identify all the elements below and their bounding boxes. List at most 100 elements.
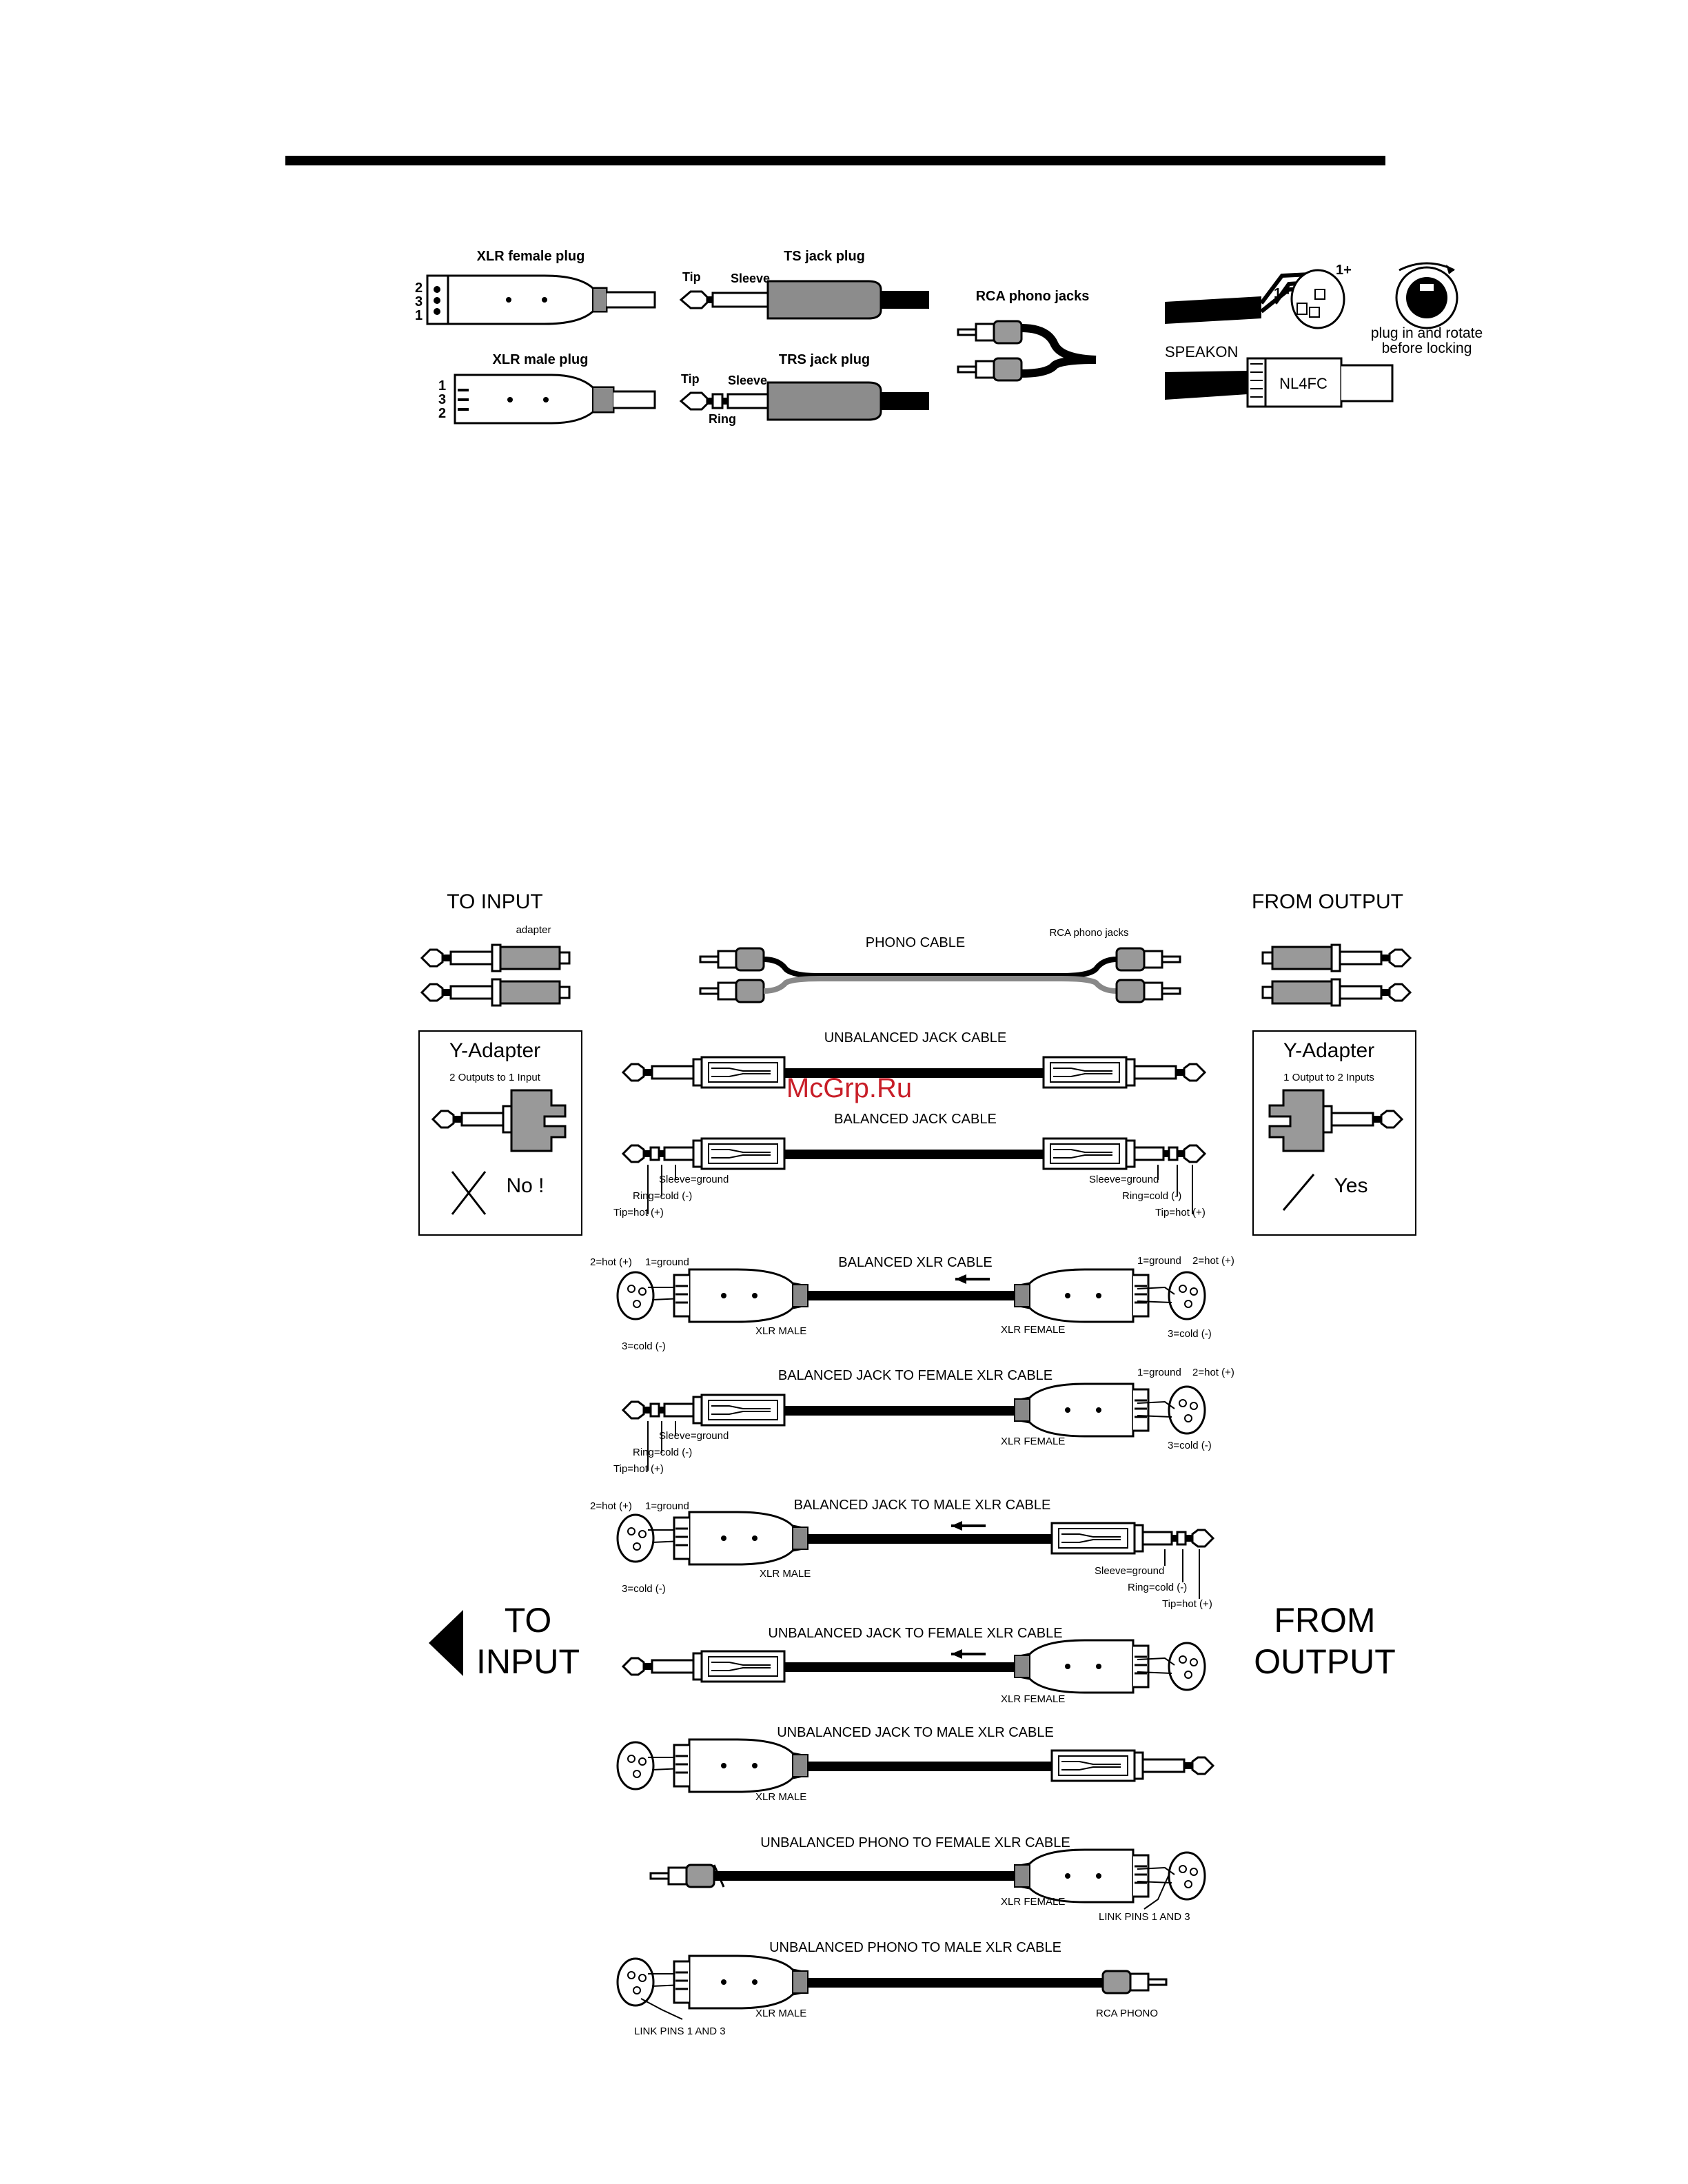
from-output-label: FROM OUTPUT (1252, 890, 1403, 913)
svg-text:UNBALANCED PHONO TO MALE XLR C: UNBALANCED PHONO TO MALE XLR CABLE (769, 1940, 1061, 1955)
svg-text:XLR female plug: XLR female plug (477, 249, 585, 264)
svg-text:XLR FEMALE: XLR FEMALE (1001, 1436, 1065, 1447)
svg-text:2=hot (+): 2=hot (+) (1192, 1255, 1234, 1267)
svg-text:BALANCED XLR CABLE: BALANCED XLR CABLE (838, 1255, 992, 1270)
svg-text:Ring=cold (-): Ring=cold (-) (1128, 1582, 1187, 1593)
unbalanced-jack-to-male-xlr-diagram: UNBALANCED JACK TO MALE XLR CABLE XLR MA… (616, 1725, 1214, 1803)
svg-text:RCA phono jacks: RCA phono jacks (1049, 927, 1128, 939)
svg-text:NL4FC: NL4FC (1279, 375, 1328, 392)
svg-text:1: 1 (438, 378, 446, 394)
svg-text:1−: 1− (1274, 286, 1290, 301)
svg-text:3=cold (-): 3=cold (-) (1168, 1440, 1212, 1451)
big-to-input-label: TO INPUT (429, 1601, 580, 1681)
svg-text:TO: TO (505, 1601, 552, 1640)
svg-text:BALANCED JACK TO MALE XLR CABL: BALANCED JACK TO MALE XLR CABLE (794, 1498, 1051, 1513)
unbalanced-phono-to-female-xlr-diagram: UNBALANCED PHONO TO FEMALE XLR CABLE XLR… (649, 1835, 1206, 1923)
svg-text:1=ground: 1=ground (645, 1256, 689, 1268)
svg-text:Sleeve: Sleeve (731, 272, 770, 285)
svg-text:3: 3 (438, 392, 446, 407)
left-adapters: adapter (420, 924, 571, 1007)
svg-text:Tip=hot (+): Tip=hot (+) (613, 1207, 664, 1218)
svg-text:Sleeve=ground: Sleeve=ground (1089, 1174, 1159, 1185)
svg-text:1=ground: 1=ground (1137, 1367, 1181, 1378)
svg-text:UNBALANCED JACK TO FEMALE XLR: UNBALANCED JACK TO FEMALE XLR CABLE (768, 1626, 1062, 1641)
svg-text:LINK PINS 1 AND 3: LINK PINS 1 AND 3 (634, 2025, 726, 2037)
svg-text:XLR MALE: XLR MALE (755, 2008, 806, 2019)
svg-text:Sleeve=ground: Sleeve=ground (659, 1174, 729, 1185)
svg-text:2=hot (+): 2=hot (+) (590, 1256, 632, 1268)
svg-text:2=hot (+): 2=hot (+) (1192, 1367, 1234, 1378)
svg-text:Ring: Ring (709, 412, 736, 426)
svg-text:2: 2 (438, 406, 446, 421)
svg-text:3=cold (-): 3=cold (-) (622, 1583, 666, 1595)
unbalanced-jack-cable-diagram: UNBALANCED JACK CABLE (622, 1030, 1206, 1089)
phono-cable-diagram: PHONO CABLE RCA phono jacks (699, 927, 1181, 1003)
svg-text:Ring=cold (-): Ring=cold (-) (633, 1447, 692, 1458)
svg-text:Yes: Yes (1334, 1174, 1368, 1197)
svg-text:OUTPUT: OUTPUT (1254, 1642, 1396, 1681)
watermark: McGrp.Ru (786, 1073, 912, 1103)
svg-text:Tip=hot (+): Tip=hot (+) (1155, 1207, 1206, 1218)
svg-text:Ring=cold (-): Ring=cold (-) (633, 1190, 692, 1202)
svg-text:Sleeve=ground: Sleeve=ground (1095, 1565, 1164, 1577)
big-from-output-label: FROM OUTPUT (1254, 1601, 1396, 1681)
svg-text:TS jack plug: TS jack plug (784, 249, 865, 264)
svg-text:SPEAKON: SPEAKON (1165, 343, 1238, 360)
svg-text:UNBALANCED JACK CABLE: UNBALANCED JACK CABLE (824, 1030, 1007, 1045)
svg-text:Tip: Tip (682, 270, 701, 284)
svg-text:XLR FEMALE: XLR FEMALE (1001, 1324, 1065, 1336)
svg-text:INPUT: INPUT (476, 1642, 580, 1681)
svg-text:BALANCED JACK CABLE: BALANCED JACK CABLE (834, 1112, 997, 1127)
svg-text:Sleeve: Sleeve (728, 374, 767, 387)
balanced-xlr-cable-diagram: BALANCED XLR CABLE 2=hot (+) 1=ground 3=… (590, 1255, 1234, 1352)
balanced-jack-to-female-xlr-diagram: BALANCED JACK TO FEMALE XLR CABLE Sleeve… (613, 1367, 1234, 1475)
left-arrow-icon (429, 1610, 463, 1676)
header-rule (285, 156, 1385, 165)
speakon-illustration: 1+ 1− SPEAKON NL4FC plug in and rotate b… (1165, 262, 1483, 408)
ts-jack-plug-illustration: TS jack plug Tip Sleeve (679, 249, 929, 320)
svg-text:XLR FEMALE: XLR FEMALE (1001, 1896, 1065, 1908)
svg-text:Tip=hot (+): Tip=hot (+) (1162, 1598, 1212, 1610)
svg-text:No !: No ! (506, 1174, 544, 1197)
svg-text:before locking: before locking (1382, 340, 1472, 356)
svg-text:Tip: Tip (681, 372, 700, 386)
svg-text:FROM: FROM (1274, 1601, 1375, 1640)
svg-text:BALANCED JACK TO FEMALE XLR CA: BALANCED JACK TO FEMALE XLR CABLE (778, 1368, 1053, 1383)
svg-text:3: 3 (415, 294, 423, 309)
xlr-female-plug-illustration: XLR female plug 2 3 1 (415, 249, 656, 325)
svg-text:LINK PINS 1 AND 3: LINK PINS 1 AND 3 (1099, 1911, 1190, 1923)
svg-text:Sleeve=ground: Sleeve=ground (659, 1430, 729, 1442)
svg-text:PHONO CABLE: PHONO CABLE (866, 935, 965, 950)
svg-text:adapter: adapter (516, 924, 551, 936)
svg-text:TRS jack plug: TRS jack plug (779, 352, 870, 367)
svg-text:UNBALANCED PHONO TO FEMALE XLR: UNBALANCED PHONO TO FEMALE XLR CABLE (760, 1835, 1070, 1850)
svg-text:1=ground: 1=ground (645, 1500, 689, 1512)
svg-text:2: 2 (415, 280, 423, 296)
y-adapter-no-box: Y-Adapter 2 Outputs to 1 Input No ! (418, 1030, 582, 1236)
xlr-male-plug-illustration: XLR male plug 1 3 2 (438, 352, 656, 425)
svg-text:Y-Adapter: Y-Adapter (449, 1039, 540, 1062)
svg-text:XLR male plug: XLR male plug (493, 352, 589, 367)
rca-phono-jacks-illustration: RCA phono jacks (957, 289, 1097, 382)
y-adapter-yes-box: Y-Adapter 1 Output to 2 Inputs Yes (1252, 1030, 1416, 1236)
balanced-jack-cable-diagram: BALANCED JACK CABLE Sleeve=ground Ring=c… (613, 1112, 1206, 1218)
right-adapters (1261, 943, 1412, 1007)
svg-text:3=cold (-): 3=cold (-) (622, 1340, 666, 1352)
svg-text:plug in and rotate: plug in and rotate (1371, 325, 1483, 341)
svg-text:RCA phono jacks: RCA phono jacks (976, 289, 1090, 304)
svg-text:XLR MALE: XLR MALE (755, 1325, 806, 1337)
svg-text:Y-Adapter: Y-Adapter (1283, 1039, 1374, 1062)
unbalanced-phono-to-male-xlr-diagram: UNBALANCED PHONO TO MALE XLR CABLE XLR M… (616, 1940, 1168, 2037)
svg-text:1: 1 (415, 308, 423, 323)
svg-text:1+: 1+ (1336, 263, 1352, 278)
svg-text:Ring=cold (-): Ring=cold (-) (1122, 1190, 1181, 1202)
to-input-label: TO INPUT (447, 890, 542, 913)
svg-text:1=ground: 1=ground (1137, 1255, 1181, 1267)
trs-jack-plug-illustration: TRS jack plug Tip Sleeve Ring (679, 352, 929, 426)
svg-text:RCA PHONO: RCA PHONO (1096, 2008, 1158, 2019)
svg-text:1 Output to 2 Inputs: 1 Output to 2 Inputs (1283, 1072, 1374, 1083)
svg-text:Tip=hot (+): Tip=hot (+) (613, 1463, 664, 1475)
balanced-jack-to-male-xlr-diagram: BALANCED JACK TO MALE XLR CABLE 2=hot (+… (590, 1498, 1214, 1610)
